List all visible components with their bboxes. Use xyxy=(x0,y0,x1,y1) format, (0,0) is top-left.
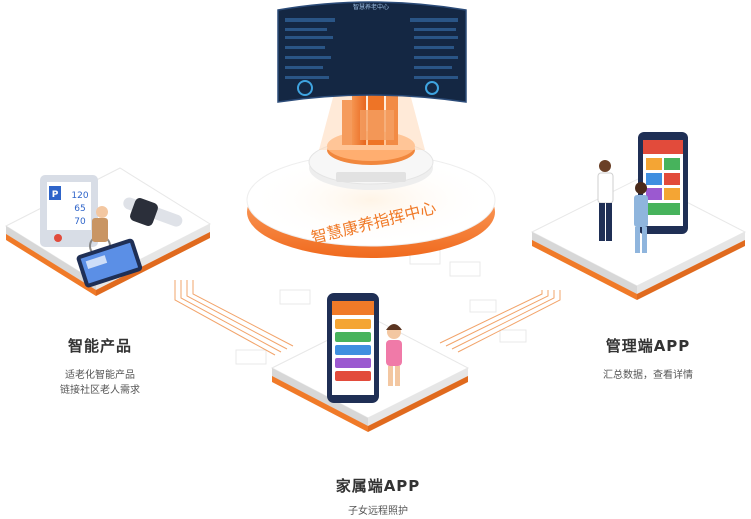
reading-pulse: 70 xyxy=(74,217,86,227)
connector-lines xyxy=(174,280,561,356)
node-desc-line: 子女远程照护 xyxy=(348,506,408,517)
svg-text:P: P xyxy=(52,190,59,200)
smart-products-platform: P 120 65 70 xyxy=(4,167,212,296)
node-family-app: 家属端APP 子女远程照护 xyxy=(318,475,438,519)
reading-systolic: 120 xyxy=(71,191,88,201)
smartwatch-icon xyxy=(130,198,158,226)
family-app-platform xyxy=(270,293,470,432)
tablet-app-tiles xyxy=(646,158,680,215)
city-tower-icon xyxy=(319,40,425,150)
dashboard-screen: 智慧养老中心 xyxy=(277,1,467,103)
screen-header-text: 智慧养老中心 xyxy=(353,3,389,11)
node-title: 智能产品 xyxy=(67,337,132,355)
node-smart-products: 智能产品 适老化智能产品 链接社区老人需求 xyxy=(40,335,160,398)
management-app-platform xyxy=(530,132,747,300)
command-center-platform xyxy=(246,131,496,258)
manager-figure xyxy=(597,160,614,241)
smart-phone-icon xyxy=(76,238,143,288)
phone-app-rows xyxy=(335,319,371,381)
reading-diastolic: 65 xyxy=(74,204,85,214)
staff-figure xyxy=(634,182,648,253)
node-title: 家属端APP xyxy=(335,477,421,495)
node-desc-line: 链接社区老人需求 xyxy=(60,385,140,396)
node-title: 管理端APP xyxy=(605,337,691,355)
child-figure xyxy=(386,324,402,386)
node-management-app: 管理端APP 汇总数据，查看详情 xyxy=(588,335,708,383)
node-desc-line: 汇总数据，查看详情 xyxy=(603,370,693,381)
background-tiles xyxy=(235,249,527,365)
node-desc-line: 适老化智能产品 xyxy=(65,370,135,381)
